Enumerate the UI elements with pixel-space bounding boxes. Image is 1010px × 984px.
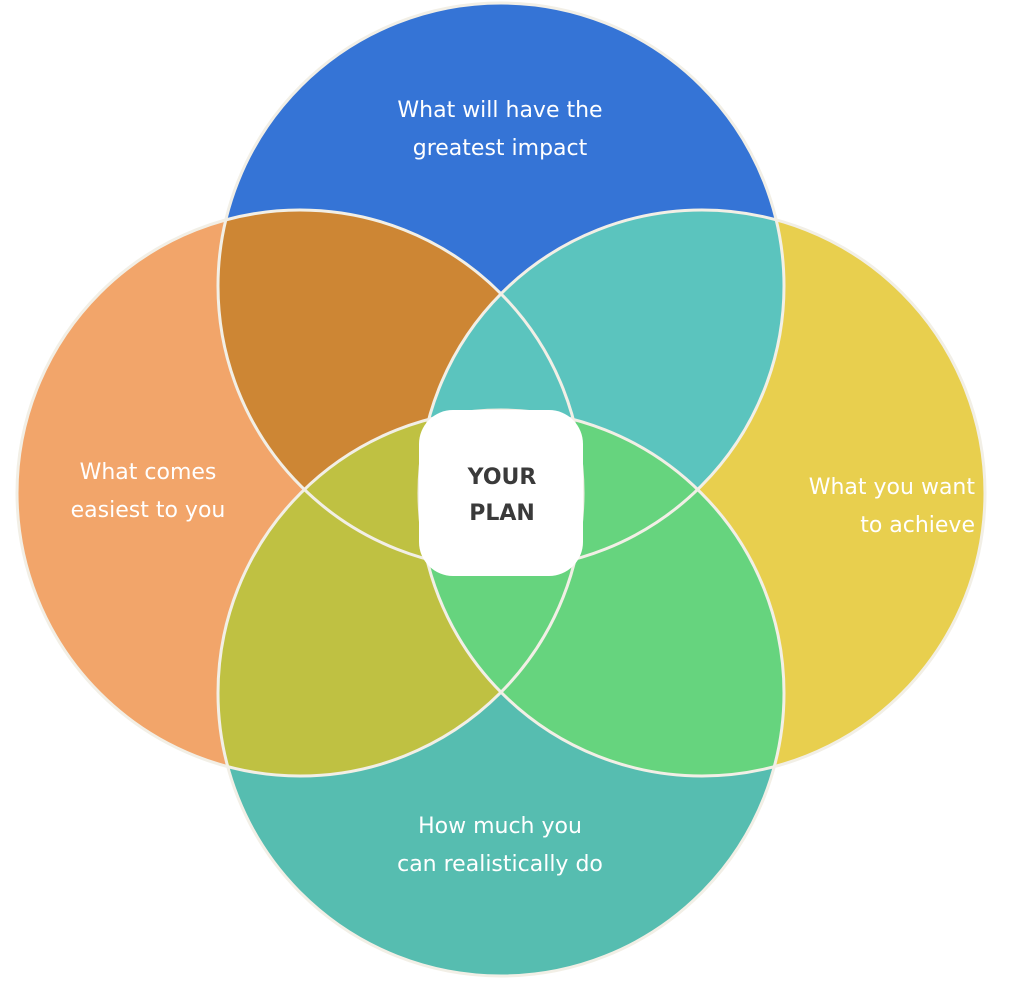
label-easiest-line2: easiest to you bbox=[70, 498, 226, 523]
label-easiest-line1: What comes bbox=[79, 460, 217, 485]
label-want-to-achieve-line1: What you want bbox=[808, 475, 975, 500]
label-greatest-impact-line1: What will have the bbox=[397, 98, 603, 123]
label-easiest: What comes easiest to you bbox=[38, 454, 258, 530]
label-realistically-do-line1: How much you bbox=[418, 814, 582, 839]
label-realistically-do-line2: can realistically do bbox=[397, 852, 603, 877]
label-want-to-achieve-line2: to achieve bbox=[860, 513, 975, 538]
label-greatest-impact: What will have the greatest impact bbox=[340, 92, 660, 168]
label-want-to-achieve: What you want to achieve bbox=[720, 469, 975, 545]
center-label-line1: YOUR bbox=[467, 465, 537, 490]
label-realistically-do: How much you can realistically do bbox=[340, 808, 660, 884]
label-greatest-impact-line2: greatest impact bbox=[412, 136, 588, 161]
center-label: YOUR PLAN bbox=[430, 460, 574, 532]
center-label-line2: PLAN bbox=[469, 501, 535, 526]
center-plan-area bbox=[419, 410, 583, 576]
